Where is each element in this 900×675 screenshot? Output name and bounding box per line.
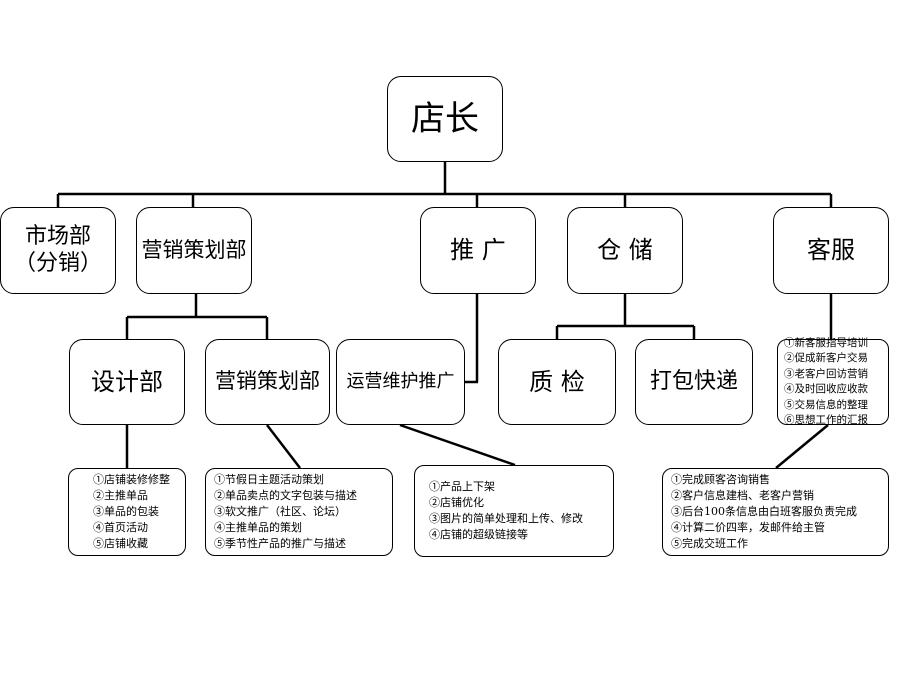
note-item: ⑤交易信息的整理: [784, 398, 868, 411]
design-dept-label: 设计部: [91, 367, 163, 396]
note-item: ④计算二价四率，发邮件给主管: [671, 521, 825, 534]
note-item: ③单品的包装: [93, 505, 159, 518]
note-item: ①完成顾客咨询销售: [671, 473, 770, 486]
note-item: ②促成新客户交易: [784, 352, 868, 364]
market-dept-label: 市场部: [24, 224, 91, 250]
note-item: ③软文推广（社区、论坛）: [214, 505, 346, 518]
note-item: ①新客服指导培训: [784, 336, 868, 349]
note-item: ⑤季节性产品的推广与描述: [214, 537, 346, 550]
operation-node: 运营维护推广: [336, 339, 465, 425]
note-item: ④店铺的超级链接等: [429, 528, 528, 541]
marketing-dept-label: 营销策划部: [141, 237, 247, 262]
design-duties-note: ①店铺装修修整 ②主推单品 ③单品的包装 ④首页活动 ⑤店铺收藏: [68, 468, 186, 556]
store-manager-node: 店长: [387, 76, 503, 162]
note-item: ③后台100条信息由白班客服负责完成: [671, 505, 857, 518]
note-item: ⑤完成交班工作: [671, 537, 748, 550]
market-dept-node: 市场部 （分销）: [0, 207, 116, 294]
note-item: ②客户信息建档、老客户营销: [671, 489, 814, 502]
note-item: ④主推单品的策划: [214, 521, 302, 534]
packing-express-node: 打包快递: [635, 339, 753, 425]
note-item: ②单品卖点的文字包装与描述: [214, 489, 357, 502]
planning-dept-label: 营销策划部: [215, 369, 320, 394]
planning-duties-note: ①节假日主题活动策划 ②单品卖点的文字包装与描述 ③软文推广（社区、论坛） ④主…: [205, 468, 393, 556]
note-item: ⑥思想工作的汇报: [784, 414, 868, 426]
customer-service-label: 客服: [807, 236, 855, 265]
quality-check-node: 质 检: [498, 339, 616, 425]
promotion-label: 推 广: [450, 236, 506, 265]
promotion-node: 推 广: [420, 207, 536, 294]
packing-express-label: 打包快递: [649, 368, 738, 394]
marketing-dept-node: 营销策划部: [136, 207, 252, 294]
note-item: ①店铺装修修整: [93, 473, 170, 486]
note-item: ③图片的简单处理和上传、修改: [429, 512, 583, 525]
note-item: ②主推单品: [93, 489, 148, 502]
note-item: ②店铺优化: [429, 496, 484, 509]
warehouse-node: 仓 储: [567, 207, 683, 294]
customer-service-node: 客服: [773, 207, 889, 294]
note-item: ④首页活动: [93, 521, 148, 534]
note-item: ④及时回收应收款: [784, 383, 868, 395]
warehouse-label: 仓 储: [597, 236, 653, 265]
note-item: ①产品上下架: [429, 480, 495, 493]
service-duties-note: ①新客服指导培训 ②促成新客户交易 ③老客户回访营销 ④及时回收应收款 ⑤交易信…: [777, 336, 889, 426]
service-work-note: ①完成顾客咨询销售 ②客户信息建档、老客户营销 ③后台100条信息由白班客服负责…: [662, 468, 889, 556]
note-item: ③老客户回访营销: [784, 367, 868, 380]
operation-duties-note: ①产品上下架 ②店铺优化 ③图片的简单处理和上传、修改 ④店铺的超级链接等: [414, 465, 614, 557]
planning-dept-node: 营销策划部: [205, 339, 330, 425]
note-item: ①节假日主题活动策划: [214, 473, 324, 486]
store-manager-label: 店长: [411, 98, 479, 139]
market-dept-sublabel: （分销）: [13, 250, 102, 276]
quality-check-label: 质 检: [529, 367, 585, 396]
operation-label: 运营维护推广: [346, 371, 455, 393]
design-dept-node: 设计部: [69, 339, 185, 425]
note-item: ⑤店铺收藏: [93, 537, 148, 550]
